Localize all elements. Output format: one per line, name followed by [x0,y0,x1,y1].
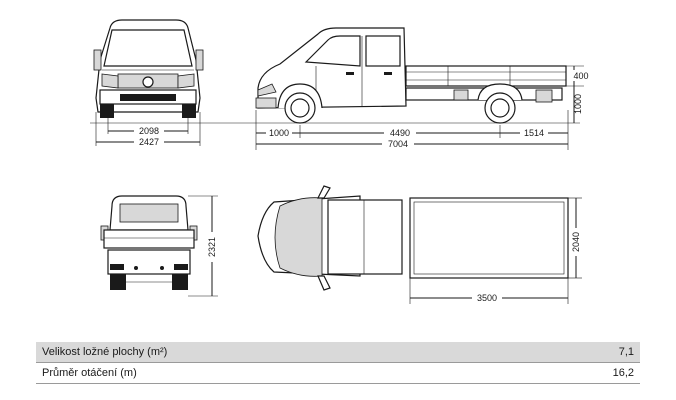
side-view [90,27,580,124]
bed-width-label: 2040 [571,232,581,252]
front-track-label: 2098 [139,126,159,136]
total-height-dimension: 2321 [188,195,218,297]
spec-row-turning-circle: Průměr otáčení (m) 16,2 [36,363,640,384]
front-overhang-label: 1000 [269,128,289,138]
wheelbase-label: 4490 [390,128,410,138]
top-view [257,185,569,291]
bed-floor-height-label: 1000 [573,94,583,114]
side-length-dimensions: 1000 4490 1514 7004 [255,110,569,150]
total-height-label: 2321 [207,237,217,257]
side-height-dimensions: 400 1000 [566,65,593,123]
spec-label: Velikost ložné plochy (m²) [42,346,168,358]
spec-row-bed-area: Velikost ložné plochy (m²) 7,1 [36,342,640,363]
rear-overhang-label: 1514 [524,128,544,138]
spec-value: 16,2 [612,367,634,379]
front-view [93,19,204,118]
spec-label: Průměr otáčení (m) [42,367,137,379]
total-length-label: 7004 [388,139,408,149]
rear-view [100,195,198,290]
spec-table: Velikost ložné plochy (m²) 7,1 Průměr ot… [36,342,640,384]
bed-side-height-label: 400 [573,71,588,81]
front-width-dimensions: 2098 2427 [95,112,201,147]
front-width-label: 2427 [139,137,159,147]
spec-value: 7,1 [618,346,634,358]
vehicle-dimension-drawing: 2098 2427 [90,19,593,304]
bed-dimensions: 2040 3500 [409,197,582,304]
bed-length-label: 3500 [477,293,497,303]
